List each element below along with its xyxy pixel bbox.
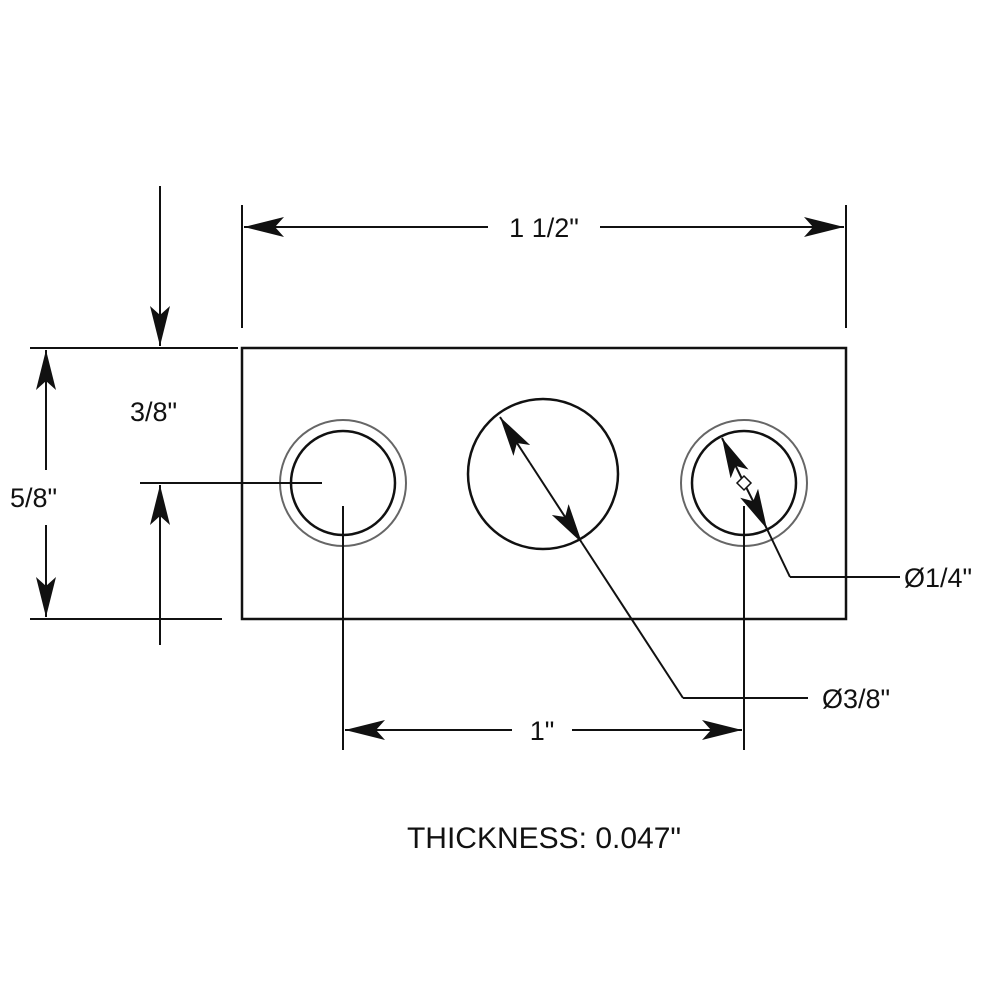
- overall-width-label: 1 1/2": [509, 213, 579, 243]
- large-hole-diameter-callout: [499, 416, 808, 699]
- large-hole-diameter-label: Ø3/8": [822, 684, 890, 714]
- hole-offset-dimension: [140, 186, 322, 645]
- overall-width-dimension: [241, 205, 847, 328]
- overall-height-label: 5/8": [10, 483, 57, 513]
- hole-offset-label: 3/8": [130, 397, 177, 427]
- small-hole-diameter-callout: [721, 437, 900, 578]
- thickness-note: THICKNESS: 0.047": [407, 822, 681, 855]
- center-hole: [466, 397, 620, 551]
- hole-spacing-label: 1": [530, 716, 555, 746]
- hole-spacing-dimension: [342, 506, 745, 750]
- overall-height-dimension: [30, 347, 238, 620]
- small-hole-diameter-label: Ø1/4": [904, 563, 972, 593]
